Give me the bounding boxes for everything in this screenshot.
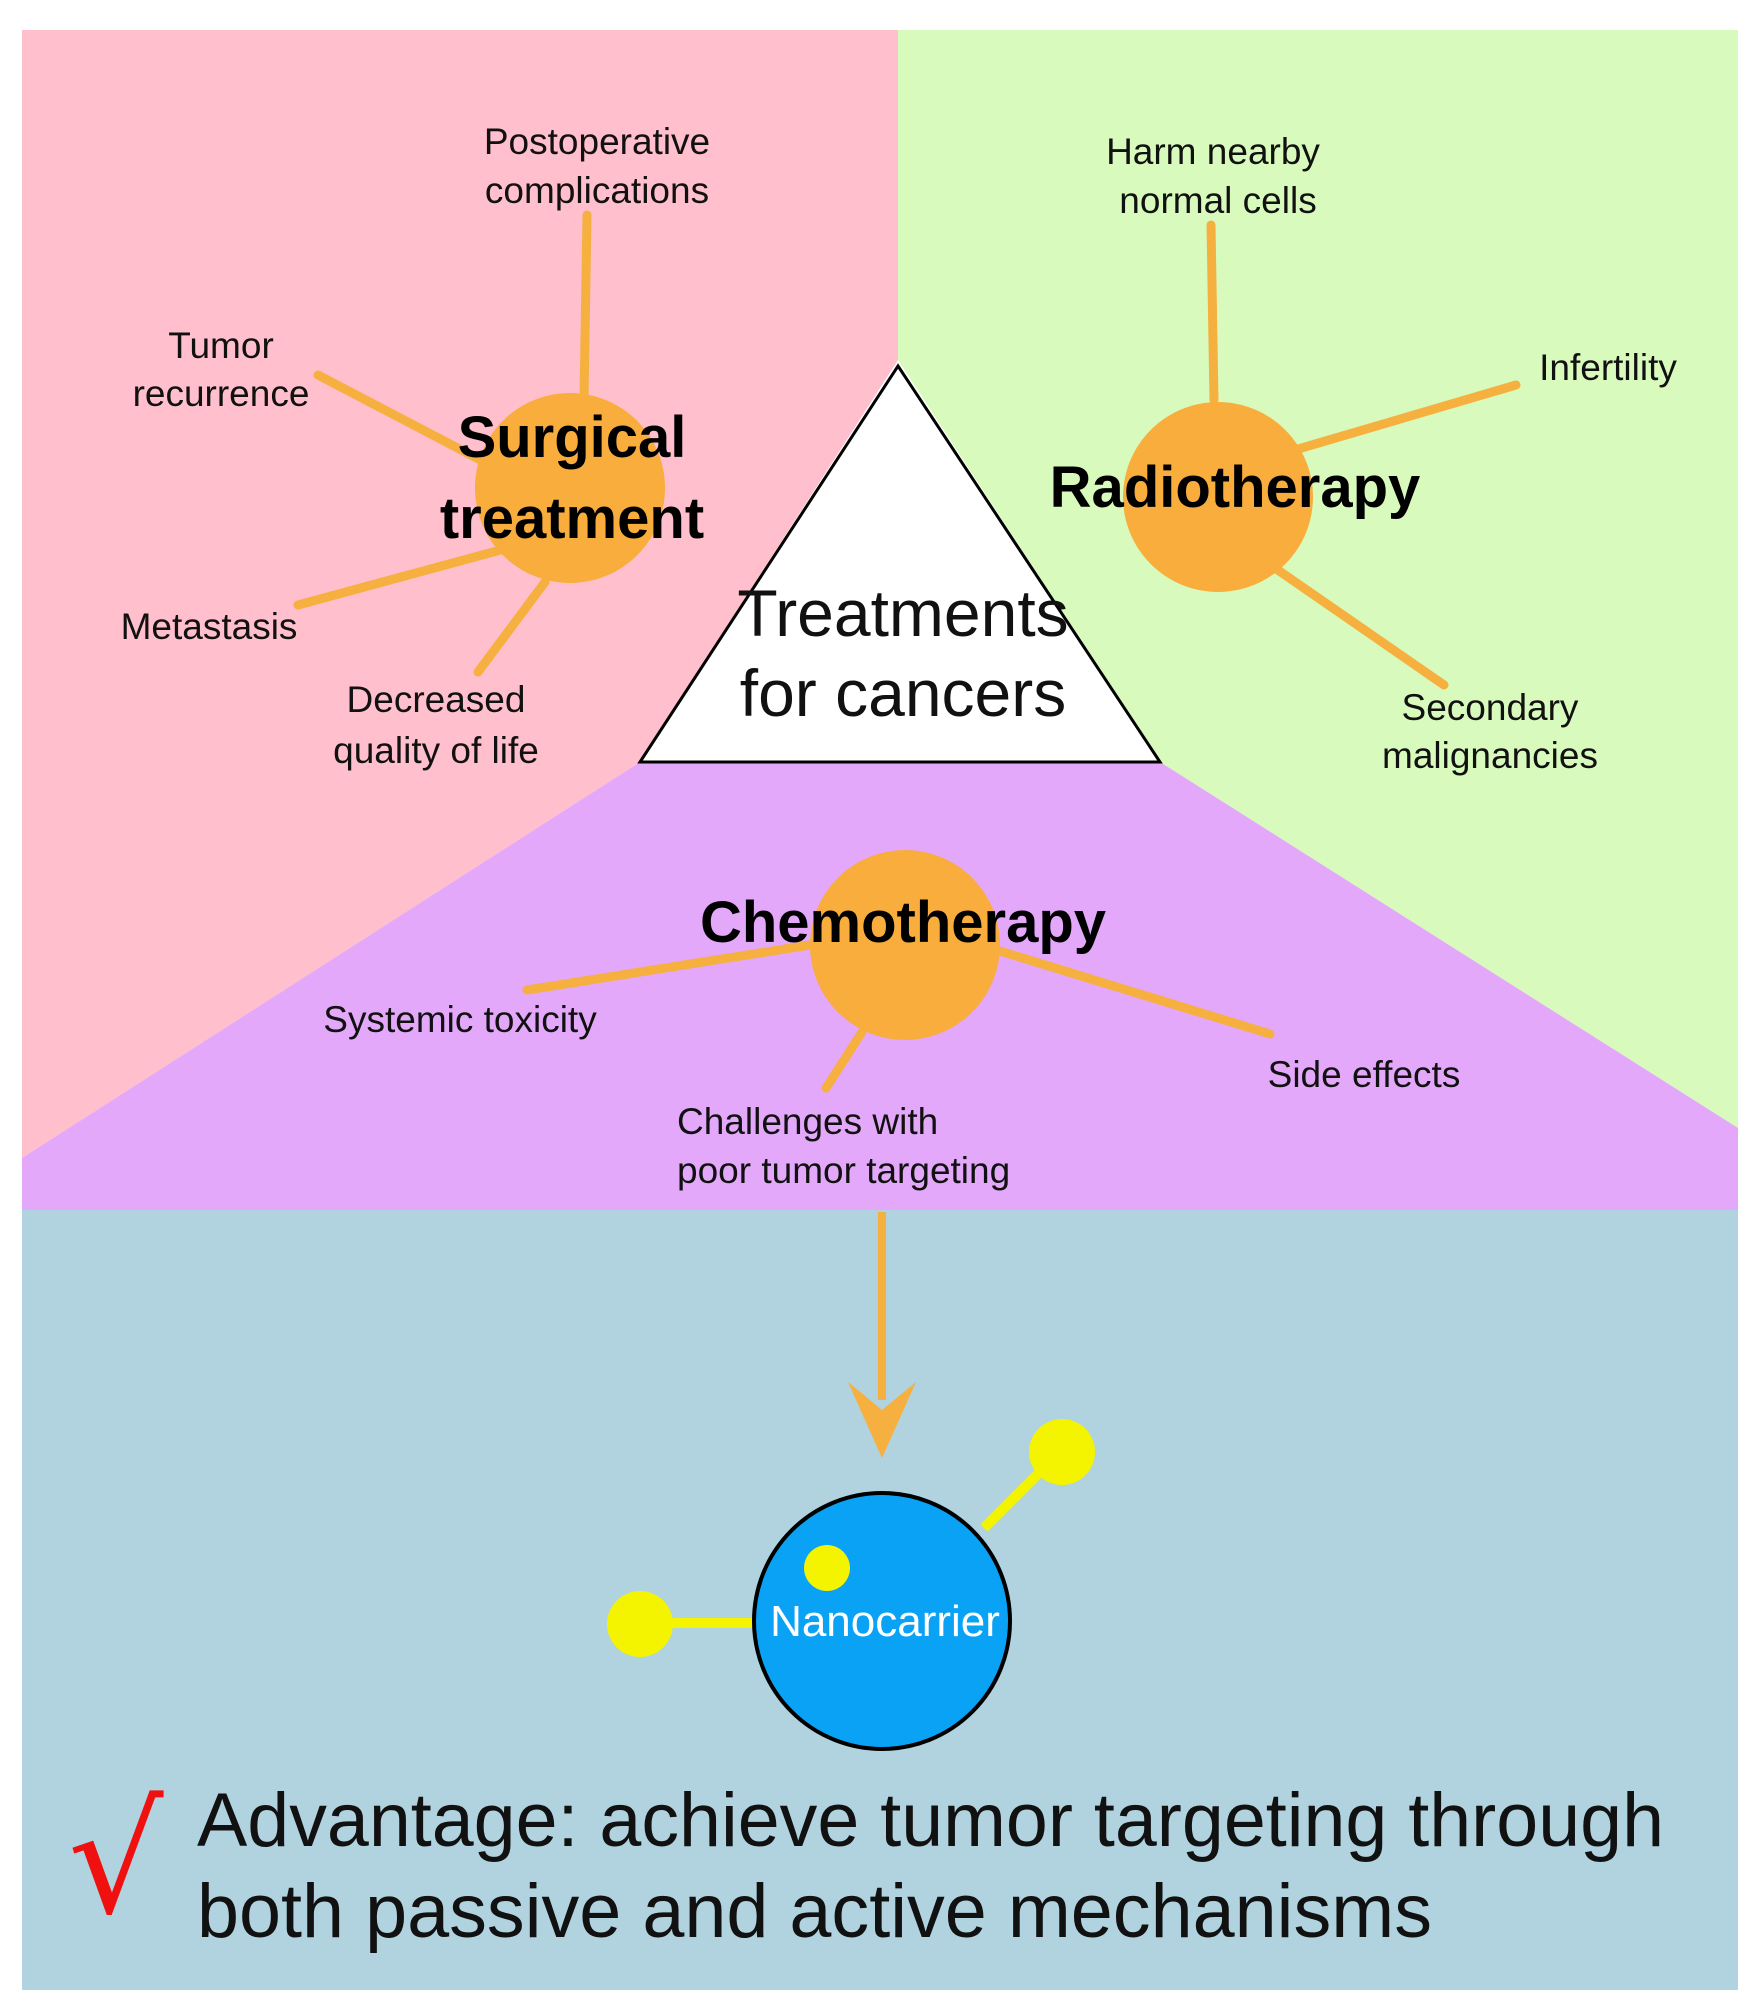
- center-title-line2: for cancers: [740, 656, 1066, 730]
- surgical-title-line2: treatment: [440, 486, 704, 551]
- spoke-systemic: [522, 940, 815, 995]
- spoke-secondary: [1270, 563, 1449, 690]
- spoke-targeting: [821, 1027, 867, 1093]
- radiotherapy-cluster: Radiotherapy Harm nearby normal cells In…: [1050, 131, 1678, 776]
- spoke-harm: [1206, 220, 1219, 405]
- center-triangle: [637, 363, 1163, 764]
- label-targeting-line1: Challenges with: [677, 1101, 938, 1142]
- spoke-quality: [473, 577, 550, 677]
- nanocarrier-group: Nanocarrier: [607, 1419, 1095, 1751]
- surgical-cluster: Surgical treatment Postoperative complic…: [121, 121, 711, 771]
- label-side-effects: Side effects: [1268, 1054, 1461, 1095]
- advantage-statement: √ Advantage: achieve tumor targeting thr…: [68, 1774, 1664, 1954]
- label-harm-line1: Harm nearby: [1106, 131, 1320, 172]
- chemotherapy-cluster: Chemotherapy Systemic toxicity Side effe…: [323, 850, 1460, 1191]
- advantage-line2: both passive and active mechanisms: [197, 1869, 1432, 1954]
- spoke-postop: [579, 210, 592, 405]
- label-harm-line2: normal cells: [1119, 180, 1316, 221]
- label-postop-line1: Postoperative: [484, 121, 710, 162]
- spoke-recurrence: [313, 370, 495, 470]
- spoke-metastasis: [293, 543, 513, 610]
- advantage-line1: Advantage: achieve tumor targeting throu…: [197, 1778, 1664, 1863]
- label-postop-line2: complications: [485, 170, 709, 211]
- spoke-side-effects: [985, 943, 1275, 1039]
- label-infertility: Infertility: [1539, 347, 1677, 388]
- encapsulated-drug: [804, 1545, 850, 1591]
- surgical-title-line1: Surgical: [458, 405, 687, 470]
- spoke-infertility: [1283, 380, 1521, 457]
- ligand-ball-left: [607, 1591, 673, 1657]
- down-arrow: [848, 1212, 916, 1458]
- label-systemic: Systemic toxicity: [323, 999, 597, 1040]
- label-metastasis: Metastasis: [121, 606, 298, 647]
- check-icon: √: [68, 1774, 164, 1948]
- ligand-arm-right: [980, 1468, 1044, 1532]
- surgical-region: [22, 30, 898, 1158]
- label-secondary-line2: malignancies: [1382, 735, 1598, 776]
- chemotherapy-hub: [810, 850, 1000, 1040]
- arrow-head: [848, 1382, 916, 1458]
- label-recurrence-line1: Tumor: [168, 325, 274, 366]
- label-quality-line1: Decreased: [347, 679, 526, 720]
- label-recurrence-line2: recurrence: [133, 373, 310, 414]
- surgical-hub: [475, 393, 665, 583]
- chemotherapy-title: Chemotherapy: [700, 890, 1106, 955]
- radiotherapy-hub: [1123, 402, 1313, 592]
- radiotherapy-region: [898, 30, 1738, 1128]
- label-targeting-line2: poor tumor targeting: [677, 1150, 1010, 1191]
- label-secondary-line1: Secondary: [1402, 687, 1579, 728]
- label-quality-line2: quality of life: [333, 730, 539, 771]
- nanocarrier-label: Nanocarrier: [770, 1597, 1000, 1646]
- radiotherapy-title: Radiotherapy: [1050, 455, 1421, 520]
- ligand-ball-top-right: [1029, 1419, 1095, 1485]
- center-title-line1: Treatments: [737, 576, 1068, 650]
